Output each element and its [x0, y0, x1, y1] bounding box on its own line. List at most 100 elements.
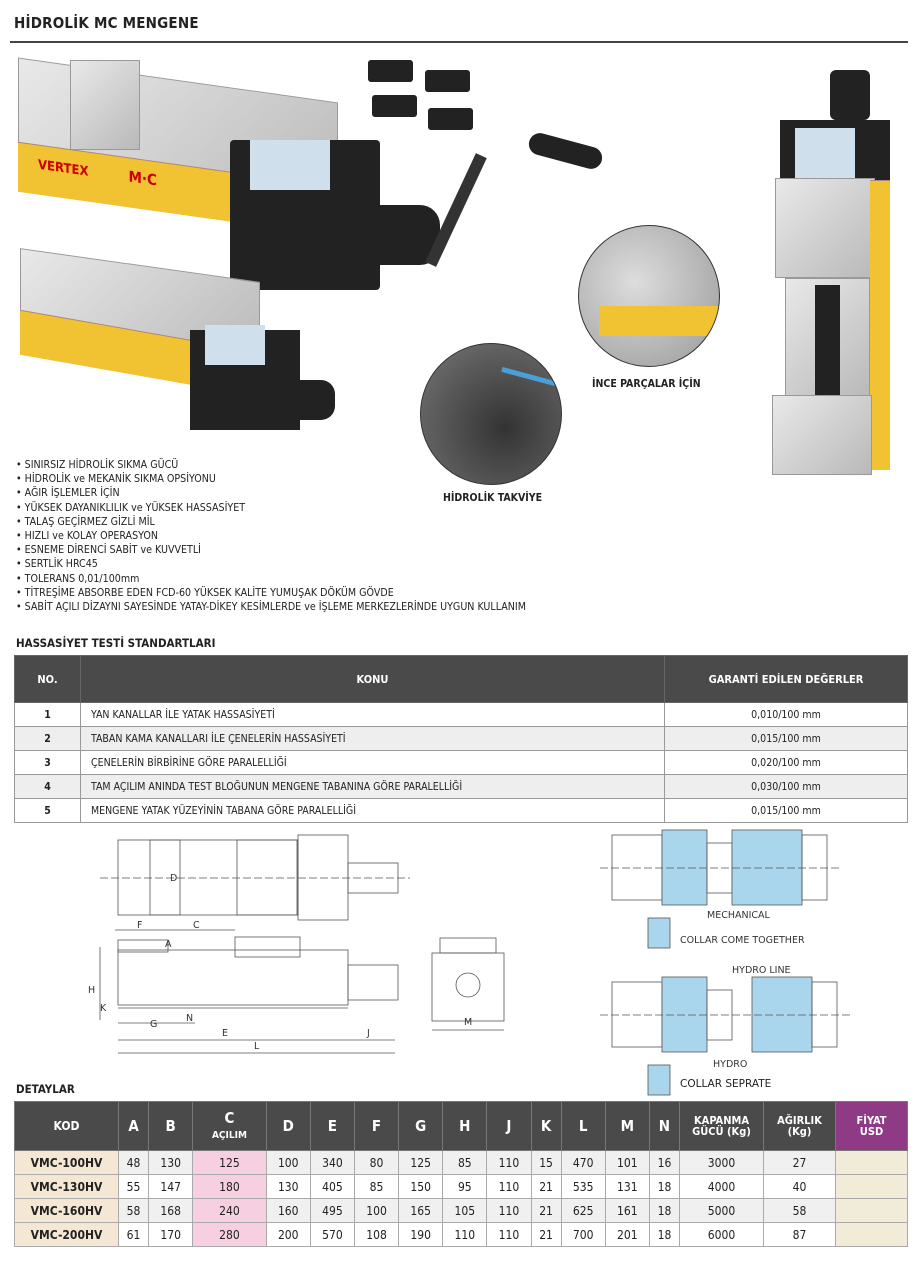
col-n: N [648, 1101, 681, 1151]
col-weight-l2: (Kg) [787, 1125, 812, 1138]
title-rule [10, 41, 908, 43]
value-cell: 18 [648, 1198, 681, 1223]
col-a: A [117, 1101, 150, 1151]
dim-label-a: A [165, 939, 172, 950]
value-cell: 108 [353, 1222, 400, 1247]
row-no: 2 [14, 726, 81, 751]
value-cell: 161 [604, 1198, 650, 1223]
value-cell: 18 [648, 1174, 681, 1199]
details-heading: DETAYLAR [16, 1082, 75, 1096]
col-k: K [530, 1101, 562, 1151]
dim-label-h: H [88, 985, 95, 996]
value-cell: 280 [192, 1222, 267, 1247]
row-subject: TAM AÇILIM ANINDA TEST BLOĞUNUN MENGENE … [80, 774, 665, 799]
hydro-line-label: HYDRO LINE [732, 965, 791, 976]
value-cell: 535 [560, 1174, 606, 1199]
value-cell: 190 [398, 1222, 444, 1247]
row-subject: YAN KANALLAR İLE YATAK HASSASİYETİ [80, 702, 665, 727]
value-cell: 131 [604, 1174, 650, 1199]
col-no: NO. [14, 655, 81, 703]
feature-item: AĞIR İŞLEMLER İÇİN [16, 486, 526, 500]
value-cell: 80 [353, 1150, 400, 1175]
col-weight-l1: AĞIRLIK [777, 1114, 822, 1127]
value-cell: 100 [265, 1150, 311, 1175]
front-view-drawing: M [431, 937, 505, 1031]
value-cell: 21 [530, 1198, 562, 1223]
value-cell: 110 [486, 1150, 532, 1175]
row-no: 1 [14, 702, 81, 727]
value-cell: 495 [309, 1198, 355, 1223]
dim-label-g: G [150, 1019, 157, 1030]
feature-item: TİTREŞİME ABSORBE EDEN FCD-60 YÜKSEK KAL… [16, 586, 526, 600]
col-f: F [353, 1101, 400, 1151]
col-c-label: C [224, 1109, 235, 1127]
row-subject: ÇENELERİN BİRBİRİNE GÖRE PARALELLİĞİ [80, 750, 665, 775]
col-price-l1: FİYAT [856, 1114, 887, 1127]
value-cell: 110 [486, 1174, 532, 1199]
row-subject: MENGENE YATAK YÜZEYİNİN TABANA GÖRE PARA… [80, 798, 665, 823]
feature-list: SINIRSIZ HİDROLİK SIKMA GÜCÜ HİDROLİK ve… [16, 458, 526, 614]
col-force-l1: KAPANMA [693, 1114, 750, 1127]
value-cell: 110 [442, 1222, 488, 1247]
dim-label-j: J [366, 1028, 370, 1039]
dim-label-k: K [100, 1003, 107, 1014]
value-cell: 125 [192, 1150, 267, 1175]
value-cell: 240 [192, 1198, 267, 1223]
value-cell: 4000 [679, 1174, 764, 1199]
value-cell: 125 [398, 1150, 444, 1175]
price-cell [835, 1198, 908, 1223]
value-cell: 170 [148, 1222, 194, 1247]
value-cell: 130 [148, 1150, 194, 1175]
dim-label-c: C [193, 920, 200, 931]
col-m: M [604, 1101, 650, 1151]
page-title: HİDROLİK MC MENGENE [14, 14, 199, 32]
feature-item: SERTLİK HRC45 [16, 557, 526, 571]
col-g: G [398, 1101, 444, 1151]
feature-item: YÜKSEK DAYANIKLILIK ve YÜKSEK HASSASİYET [16, 501, 526, 515]
col-subject: KONU [80, 655, 665, 703]
row-no: 5 [14, 798, 81, 823]
model-code: VMC-200HV [14, 1222, 119, 1247]
model-mark: M·C [128, 167, 157, 190]
row-value: 0,015/100 mm [664, 798, 908, 823]
row-value: 0,030/100 mm [664, 774, 908, 799]
dim-label-d: D [170, 873, 177, 884]
thin-parts-caption: İNCE PARÇALAR İÇİN [592, 378, 701, 390]
row-no: 3 [14, 750, 81, 775]
value-cell: 110 [486, 1222, 532, 1247]
value-cell: 58 [117, 1198, 150, 1223]
collar-separate-label: COLLAR SEPRATE [680, 1078, 771, 1090]
col-c-sub: AÇILIM [211, 1130, 247, 1141]
price-cell [835, 1174, 908, 1199]
value-cell: 3000 [679, 1150, 764, 1175]
accuracy-heading: HASSASİYET TESTİ STANDARTLARI [16, 636, 216, 650]
model-code: VMC-130HV [14, 1174, 119, 1199]
col-weight: AĞIRLIK(Kg) [763, 1101, 836, 1151]
row-value: 0,020/100 mm [664, 750, 908, 775]
hydro-collar-drawing: HYDRO LINE HYDRO COLLAR SEPRATE [600, 965, 850, 1096]
value-cell: 61 [117, 1222, 150, 1247]
dim-label-f: F [137, 920, 142, 931]
model-code: VMC-160HV [14, 1198, 119, 1223]
value-cell: 100 [353, 1198, 400, 1223]
value-cell: 58 [763, 1198, 836, 1223]
value-cell: 18 [648, 1222, 681, 1247]
value-cell: 55 [117, 1174, 150, 1199]
value-cell: 201 [604, 1222, 650, 1247]
value-cell: 570 [309, 1222, 355, 1247]
value-cell: 147 [148, 1174, 194, 1199]
thin-parts-zoom-photo [578, 225, 720, 367]
value-cell: 15 [530, 1150, 562, 1175]
